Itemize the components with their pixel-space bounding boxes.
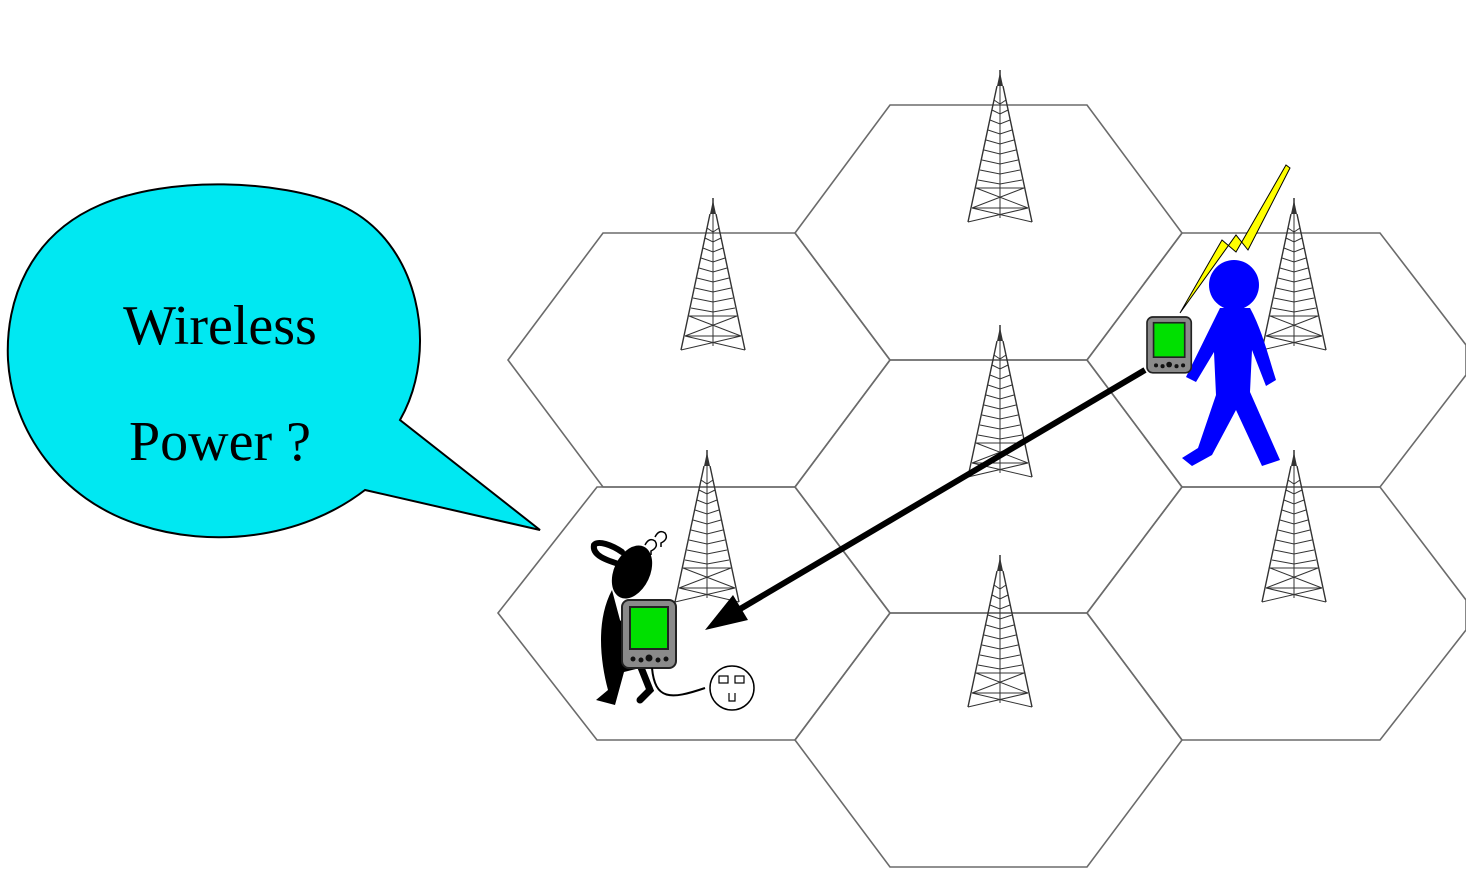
pda-device-icon — [1147, 317, 1191, 373]
speech-bubble — [8, 184, 540, 537]
walking-person-icon — [1182, 260, 1280, 466]
hex-cell — [795, 613, 1182, 867]
cell-tower-icon — [681, 198, 745, 350]
cell-tower-icon — [968, 555, 1032, 707]
cell-tower-icon — [675, 450, 739, 602]
cell-tower-icon — [1262, 198, 1326, 350]
cell-tower-icon — [1262, 450, 1326, 602]
callout-line-2: Power ? — [30, 414, 410, 470]
hex-cell — [498, 487, 890, 740]
pda-device-icon — [622, 600, 676, 668]
callout-line-1: Wireless — [30, 298, 410, 354]
cell-tower-icon — [968, 70, 1032, 222]
power-cord — [652, 668, 705, 695]
hex-cell — [1087, 233, 1466, 487]
hex-cell — [1087, 487, 1466, 740]
power-socket-icon — [710, 666, 754, 710]
hex-cell — [795, 360, 1182, 613]
hex-cell — [508, 233, 890, 487]
cell-grid — [498, 105, 1466, 867]
hex-cell — [795, 105, 1182, 360]
transfer-arrow — [705, 370, 1145, 630]
